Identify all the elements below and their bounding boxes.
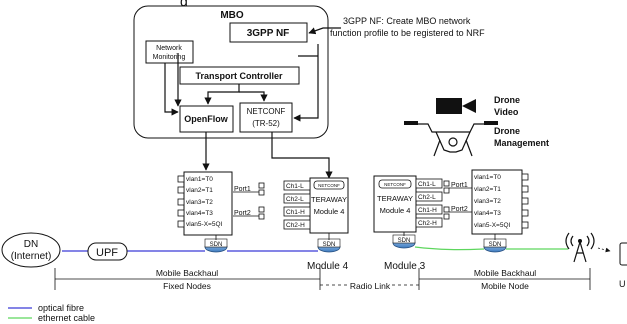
teraway-module-left[interactable]: Ch1-L Ch2-L Ch1-H Ch2-H NETCONF TERAWAY … [283,177,349,234]
switch-left-vlan-2: vlan2=T1 [186,187,213,194]
module-right-name-line2: Module 4 [380,206,411,215]
router-drops [215,232,496,240]
mbo-block: MBO 3GPP NF Network Monitoring Transport… [133,5,329,139]
segment-backhaul-right: Mobile Backhaul [474,268,536,278]
router-left-label: SDN [210,242,223,248]
upf-node[interactable]: UPF [87,242,128,261]
drone-management-line2: Management [494,138,549,148]
module-left-ch1l: Ch1-L [286,183,304,190]
top-cut-text: g [180,0,188,9]
legend-label-ethernet: ethernet cable [38,313,95,323]
switch-left[interactable]: vlan1=T0 vlan2=T1 vlan3=T2 vlan4=T3 vlan… [177,171,265,236]
segment-backhaul-left: Mobile Backhaul [156,268,218,278]
switch-left-port-1: Port1 [234,186,251,193]
dn-internet-node[interactable]: DN (Internet) [1,232,61,268]
network-monitoring-box[interactable]: Network Monitoring [145,40,194,64]
nf-box-label: 3GPP NF [247,28,290,39]
teraway-module-right[interactable]: NETCONF TERAWAY Module 4 Ch1-L Ch2-L Ch1… [373,175,443,233]
segment-radio-link: Radio Link [350,281,391,291]
ethernet-link-right-a [414,246,485,251]
transport-controller-box[interactable]: Transport Controller [179,66,300,85]
router-right-label: SDN [489,242,502,248]
openflow-box[interactable]: OpenFlow [179,105,234,133]
module-left-ch2h: Ch2-H [286,222,305,229]
switch-right-vlan-1: vlan1=T0 [474,174,501,181]
module-right-netconf-tag-box [378,179,412,189]
drone-video-line2: Video [494,107,519,117]
switch-right[interactable]: Port1 Port2 vlan1=T0 vlan2=T1 vlan3=T2 v… [443,169,529,235]
module-right-name-line1: TERAWAY [377,194,413,203]
module-left-netconf-tag: NETCONF [318,183,340,188]
netconf-line1: NETCONF [247,107,286,116]
module-left-ch1h: Ch1-H [286,209,305,216]
dn-label-line2: (Internet) [11,251,52,262]
switch-right-vlan-5: vlan5-X=5QI [474,222,511,229]
segment-mobile-node: Mobile Node [481,281,529,291]
switch-left-vlan-4: vlan4=T3 [186,210,213,217]
nf-box[interactable]: 3GPP NF [229,22,308,43]
module-left-name-line1: TERAWAY [311,195,347,204]
nf-note-line1: 3GPP NF: Create MBO network [343,16,471,26]
mbo-title: MBO [220,10,244,21]
dn-label-line1: DN [24,239,38,250]
upf-label: UPF [96,247,118,259]
router-sdn-module-right[interactable]: SDN [392,234,416,249]
transport-controller-label: Transport Controller [195,71,283,81]
router-module-left-label: SDN [323,242,336,248]
mbo-connectors [164,44,319,122]
nf-note-line2: function profile to be registered to NRF [330,28,485,38]
router-sdn-module-left[interactable]: SDN [317,238,341,253]
network-monitoring-line1: Network [156,45,182,52]
module-left-ch2l: Ch2-L [286,196,304,203]
openflow-label: OpenFlow [184,114,228,124]
ue-cut-label: U [619,279,626,289]
drone-video-line1: Drone [494,95,520,105]
router-module-right-label: SDN [398,238,411,244]
switch-right-vlan-4: vlan4=T3 [474,210,501,217]
netconf-box[interactable]: NETCONF (TR-52) [239,102,293,133]
radio-antenna-icon [565,232,611,263]
router-sdn-left[interactable]: SDN [204,238,228,253]
switch-right-vlan-2: vlan2=T1 [474,186,501,193]
module-left-caption: Module 4 [307,261,349,272]
router-sdn-right[interactable]: SDN [483,238,507,253]
legend-label-optical: optical fibre [38,303,84,313]
switch-left-ports-left [177,175,185,228]
phone-icon [619,242,627,266]
drone-management-line1: Drone [494,126,520,136]
netconf-to-module-connector [271,132,333,179]
module-right-netconf-tag: NETCONF [384,182,406,187]
module-right-caption: Module 3 [384,261,426,272]
switch-left-port-2: Port2 [234,210,251,217]
switch-left-vlan-1: vlan1=T0 [186,176,213,183]
switch-right-port-2: Port2 [451,206,468,213]
radio-link-label-bg [349,280,391,291]
nf-note-arrow [308,27,341,35]
module-right-ch1h: Ch1-H [418,207,437,214]
network-monitoring-line2: Monitoring [153,54,186,61]
video-camera-icon [436,98,462,114]
drone-icon [404,98,498,157]
module-right-ch1l: Ch1-L [418,181,436,188]
module-right-ch2h: Ch2-H [418,220,437,227]
switch-left-vlan-5: vlan5-X=5QI [186,221,223,228]
netconf-line2: (TR-52) [252,119,280,128]
switch-right-port-1: Port1 [451,182,468,189]
switch-right-vlan-3: vlan3=T2 [474,198,501,205]
module-left-netconf-tag-box [313,180,345,190]
switch-left-vlan-3: vlan3=T2 [186,199,213,206]
module-right-ch2l: Ch2-L [418,194,436,201]
module-left-name-line2: Module 4 [314,207,345,216]
legend: optical fibre ethernet cable [8,303,95,323]
segment-fixed-nodes: Fixed Nodes [163,281,211,291]
